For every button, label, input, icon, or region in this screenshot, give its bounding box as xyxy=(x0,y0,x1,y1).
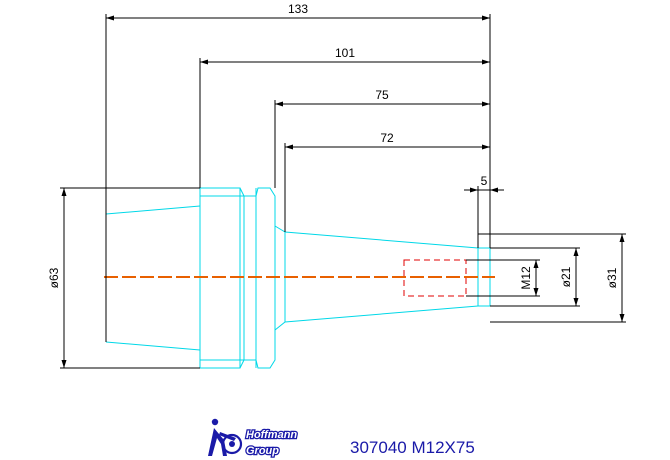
dim-label-5: 5 xyxy=(481,174,488,188)
logo-brand-line2: Group xyxy=(246,445,279,457)
logo-brand-line1: Hoffmann xyxy=(246,429,297,441)
part-code: 307040 M12X75 xyxy=(350,438,475,457)
cone-top xyxy=(284,231,479,249)
dim-label-75: 75 xyxy=(375,88,389,102)
dim-label-133: 133 xyxy=(288,2,308,16)
dim-label-72: 72 xyxy=(380,131,394,145)
dim-label-dia63: ø63 xyxy=(47,267,61,288)
flange-taper-top xyxy=(105,205,201,215)
flange-taper-bottom xyxy=(105,341,201,351)
dim-label-101: 101 xyxy=(335,46,355,60)
dim-label-m12: M12 xyxy=(519,266,533,290)
hoffmann-logo: Hoffmann Group xyxy=(208,418,299,458)
dim-label-dia31: ø31 xyxy=(605,267,619,288)
dimension-lines xyxy=(60,14,626,369)
thread-hidden-outline xyxy=(403,259,467,297)
dim-label-dia21: ø21 xyxy=(559,266,573,287)
cone-bottom xyxy=(284,305,479,323)
arrowheads xyxy=(61,15,625,368)
logo-emblem-icon xyxy=(208,418,243,456)
